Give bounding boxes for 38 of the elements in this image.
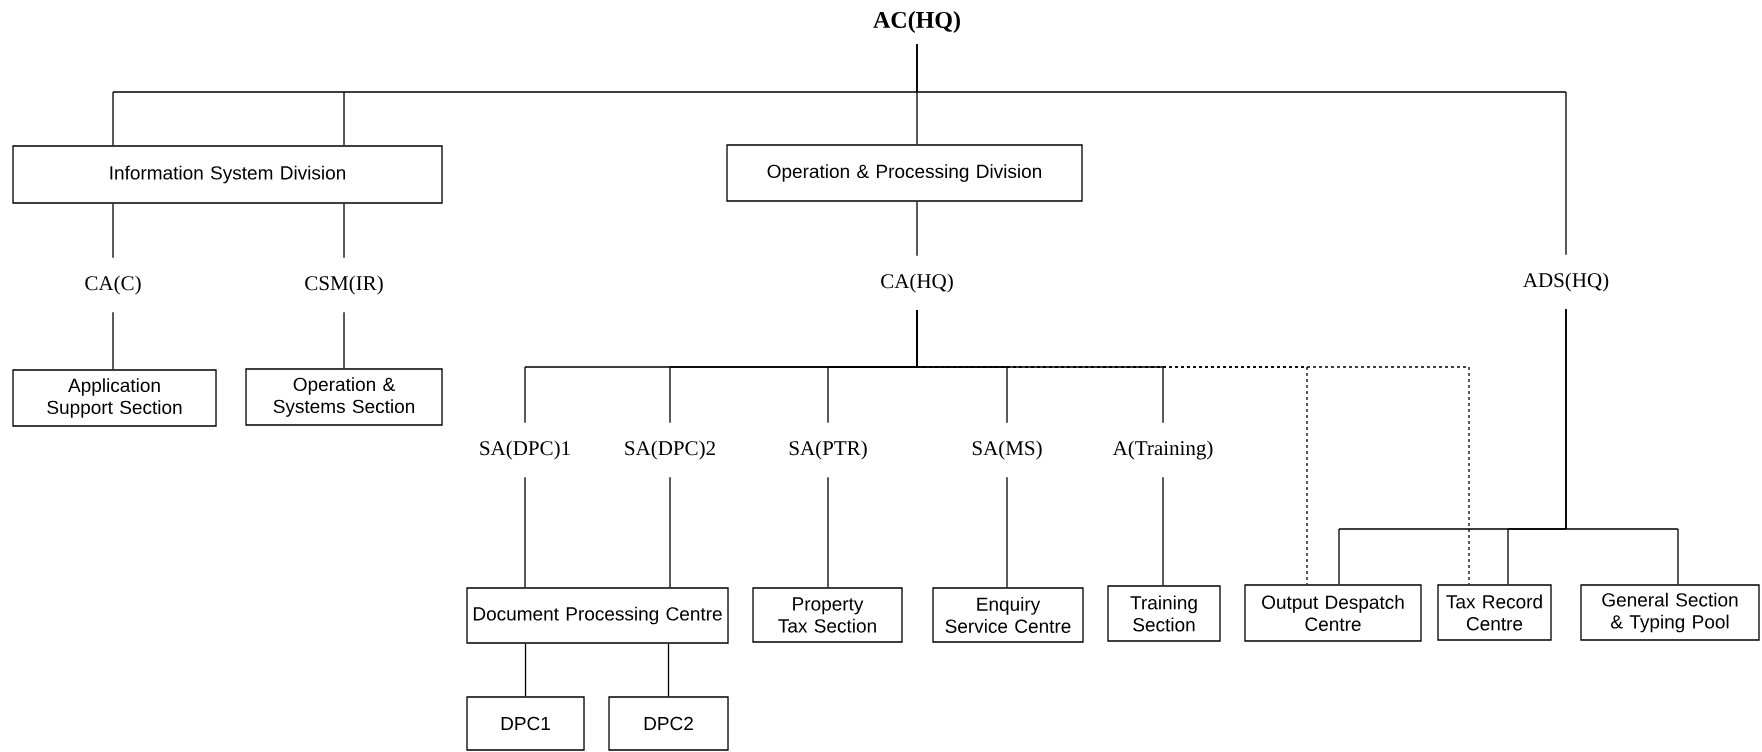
post-title: SA(PTR): [789, 440, 867, 460]
post-title: CSM(IR): [305, 275, 383, 295]
connector-line: [343, 203, 345, 259]
post-title: A(Training): [1112, 440, 1213, 460]
unit-box: DPC2: [608, 696, 729, 751]
connector-line: [667, 643, 670, 697]
unit-box: Training Section: [1107, 585, 1221, 642]
connector-line: [1006, 476, 1008, 588]
unit-box: General Section & Typing Pool: [1580, 584, 1760, 641]
post-title: CA(C): [85, 275, 141, 295]
unit-box: DPC1: [466, 696, 585, 751]
unit-box: Property Tax Section: [752, 587, 903, 643]
post-title: SA(DPC)2: [625, 440, 715, 460]
unit-box: Output Despatch Centre: [1244, 584, 1422, 642]
unit-box: Operation & Systems Section: [245, 368, 443, 426]
unit-box: Information System Division: [12, 145, 443, 204]
connector-line: [916, 309, 1470, 585]
connector-line: [112, 311, 114, 370]
post-title: AC(HQ): [873, 11, 960, 33]
unit-box: Operation & Processing Division: [726, 144, 1083, 202]
unit-box: Enquiry Service Centre: [932, 587, 1084, 643]
connector-line: [1162, 476, 1164, 586]
post-title: ADS(HQ): [1523, 272, 1609, 292]
connector-line: [112, 203, 114, 259]
connector-line: [524, 643, 527, 697]
post-title: SA(MS): [972, 440, 1042, 460]
unit-box: Application Support Section: [12, 369, 217, 427]
connector-line: [524, 476, 526, 588]
connector-line: [1565, 308, 1679, 585]
connector-line: [343, 311, 345, 369]
connector-line: [827, 476, 829, 588]
unit-box: Tax Record Centre: [1437, 584, 1552, 641]
connector-line: [916, 43, 1567, 256]
connector-line: [669, 476, 671, 588]
post-title: CA(HQ): [881, 273, 953, 293]
post-title: SA(DPC)1: [480, 440, 570, 460]
unit-box: Document Processing Centre: [466, 587, 729, 644]
connector-line: [916, 201, 918, 257]
